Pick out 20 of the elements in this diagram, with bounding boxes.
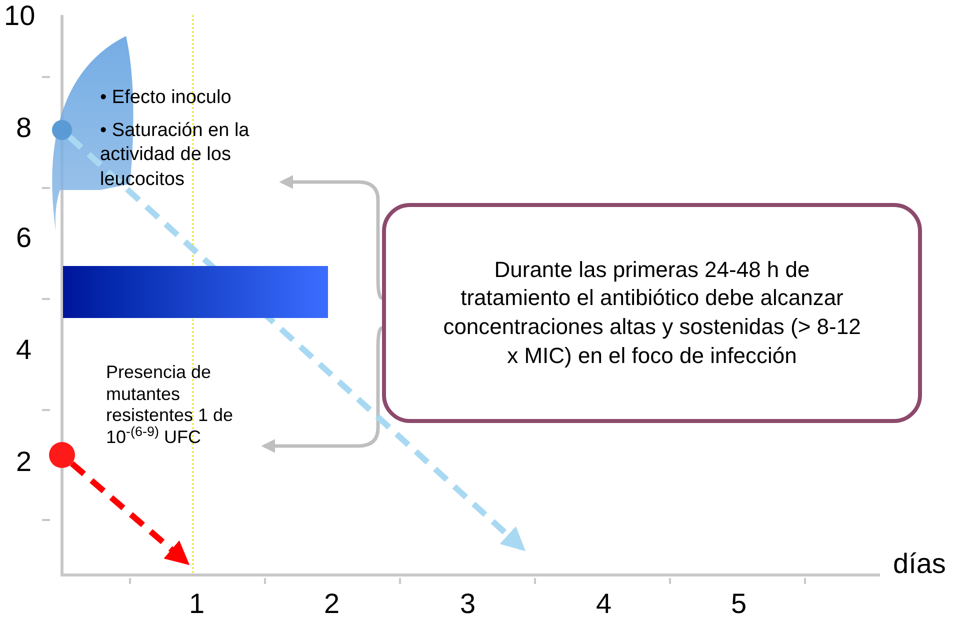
axis-label: días: [893, 550, 946, 578]
tick-label: 6: [16, 224, 32, 252]
annotation-text: Presencia de mutantes resistentes 1 de 10$^{-(6-9)}$ UFC: [106, 362, 234, 448]
tick-label: 10: [4, 2, 36, 30]
tick-label: 3: [460, 590, 476, 618]
concentration-bar: [63, 266, 328, 318]
dashed-arrow: [67, 134, 526, 552]
curved-arrow: [279, 175, 383, 300]
tick-label: 4: [16, 336, 32, 364]
tick-label: 4: [596, 590, 612, 618]
curved-arrow: [261, 326, 384, 453]
dashed-arrow: [70, 461, 190, 566]
tick-label: 1: [189, 590, 205, 618]
tick-label: 2: [324, 590, 340, 618]
tick-label: 2: [16, 448, 32, 476]
tick-label: 8: [16, 114, 32, 142]
annotation-text: • Efecto inoculo: [100, 86, 232, 110]
callout-box: Durante las primeras 24-48 h de tratamiento el antibiótico debe alcanzar concentraciones altas y sostenidas (> 8-12 x MIC) en el foco de infección: [382, 203, 922, 423]
tick-label: 5: [731, 590, 747, 618]
annotation-text: • Saturación en la actividad de los leucocitos: [100, 118, 250, 192]
